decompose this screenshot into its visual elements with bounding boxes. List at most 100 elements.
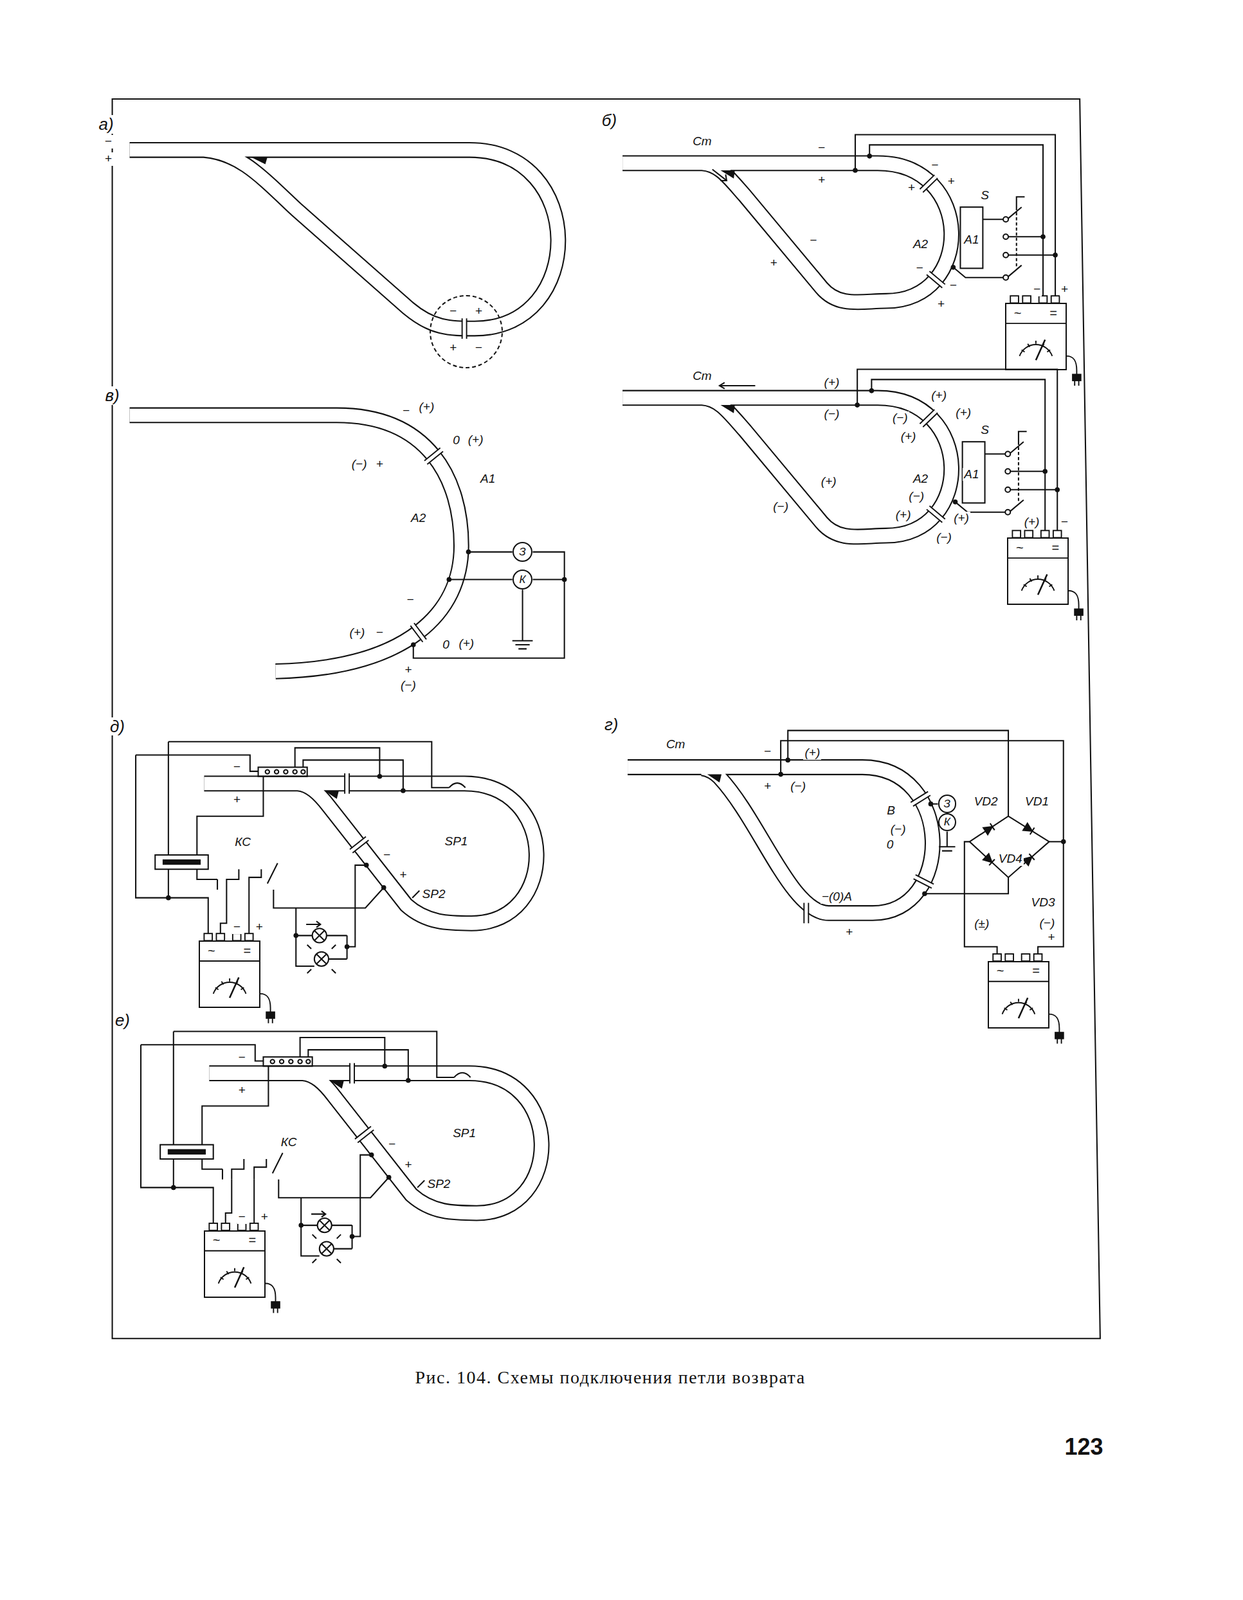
drawing <box>112 99 1101 1339</box>
label-text: + <box>254 920 265 935</box>
wiring-v <box>466 549 472 555</box>
wiring-g <box>778 772 784 778</box>
polarity-sign: − <box>474 341 483 355</box>
relay-coil-circle: З <box>938 794 957 814</box>
label-text: (−) <box>771 500 790 514</box>
insulating-gap <box>354 1126 374 1143</box>
label-text: + <box>398 868 408 883</box>
wiring-g <box>787 730 1009 817</box>
label-text: A1 <box>479 472 497 487</box>
wire-connector <box>533 552 565 581</box>
track-rails <box>129 149 559 329</box>
wiring-v <box>468 551 512 554</box>
label-text: + <box>768 256 779 271</box>
label-text: (−) <box>891 411 910 426</box>
polarity-sign: + <box>448 341 458 355</box>
label-text: SP2 <box>425 1178 452 1192</box>
coil-letter: З <box>943 798 952 811</box>
insulating-gap <box>349 837 369 854</box>
label-text: − <box>948 279 959 293</box>
label-text: − <box>1059 515 1070 530</box>
relay-coil-circle: З <box>512 542 534 563</box>
label-text: + <box>946 174 957 189</box>
label-text: − <box>405 593 415 608</box>
frog-mark <box>329 1080 345 1090</box>
label-text: + <box>403 1158 413 1173</box>
relay-coil-circle: К <box>512 569 534 591</box>
label-text: + <box>844 925 854 940</box>
terminal-mark: ~ <box>1015 541 1025 555</box>
label-text: + <box>237 1084 247 1098</box>
label-text: (−) <box>789 780 808 794</box>
label-text: VD2 <box>972 795 1000 809</box>
label-text: A2 <box>911 472 930 487</box>
insulating-gap <box>926 506 946 523</box>
polarity-sign: + <box>474 304 483 318</box>
label-text: (−) <box>823 407 842 422</box>
label-text: Ст <box>691 135 714 149</box>
label-text: SP1 <box>443 835 469 849</box>
label-text: (±) <box>972 917 991 932</box>
label-text: VD3 <box>1030 896 1057 910</box>
wiring-v <box>410 642 417 648</box>
wiring-g <box>1023 823 1035 835</box>
wiring-g <box>983 853 995 866</box>
label-text: (+) <box>457 637 476 651</box>
terminal-mark: = <box>242 944 252 959</box>
label-text: + <box>403 663 413 678</box>
wiring-g <box>983 853 995 866</box>
label-text: (−) <box>907 489 926 504</box>
label-text: (+) <box>417 400 436 415</box>
terminal-mark: = <box>1031 964 1041 979</box>
insulating-gap <box>803 903 809 925</box>
label-text: S <box>979 189 991 203</box>
label-text: − <box>103 135 114 149</box>
wiring-v <box>410 549 568 659</box>
wiring-g <box>1023 853 1035 866</box>
label-text: (−) <box>1037 916 1056 931</box>
label-text: (+) <box>1023 515 1042 530</box>
label-text: A2 <box>911 237 930 252</box>
wiring-g <box>983 823 995 836</box>
label-text: VD1 <box>1023 795 1051 809</box>
direction-arrow <box>719 382 756 390</box>
coil-letter: К <box>943 816 952 829</box>
figure-caption: Рис. 104. Схемы подключения петли возвра… <box>415 1367 806 1389</box>
terminal-mark: = <box>247 1233 257 1248</box>
terminal-mark: ~ <box>1012 306 1022 321</box>
panel-letter: г) <box>603 715 620 735</box>
power-supply-unit: ~= <box>1005 302 1067 371</box>
label-text: + <box>1059 282 1070 297</box>
label-text: SP2 <box>421 888 447 902</box>
label-text: − <box>374 626 385 640</box>
terminal-mark: = <box>1048 306 1058 321</box>
track-bed <box>129 415 462 672</box>
track-bed <box>622 398 952 537</box>
frog-mark <box>250 156 267 164</box>
insulating-gap <box>424 448 444 465</box>
label-text: (+) <box>823 376 842 390</box>
insulating-gap <box>344 174 946 1143</box>
wiring <box>140 1032 471 1264</box>
insulating-gap-callout: − + + − <box>429 295 503 369</box>
label-text: − <box>401 404 411 418</box>
wiring <box>135 134 1060 1263</box>
polarity-sign: − <box>448 304 458 318</box>
label-text: 0 <box>441 638 451 653</box>
label-text: + <box>936 297 946 312</box>
wiring-g <box>983 823 995 836</box>
insulating-gap <box>344 773 350 795</box>
label-text: + <box>906 181 917 195</box>
label-text: (+) <box>466 433 485 447</box>
track-rails <box>622 163 952 303</box>
power-supply-unit: ~= <box>1007 537 1069 606</box>
label-text: (−) <box>934 531 953 545</box>
label-text: (−) <box>889 823 908 837</box>
power-supply-drawing <box>1007 530 1083 621</box>
relay-coil-circle: К <box>938 813 957 833</box>
label-text: В <box>885 804 897 818</box>
insulating-gap <box>919 409 938 427</box>
terminal-mark: ~ <box>996 964 1006 979</box>
wiring <box>135 742 466 974</box>
